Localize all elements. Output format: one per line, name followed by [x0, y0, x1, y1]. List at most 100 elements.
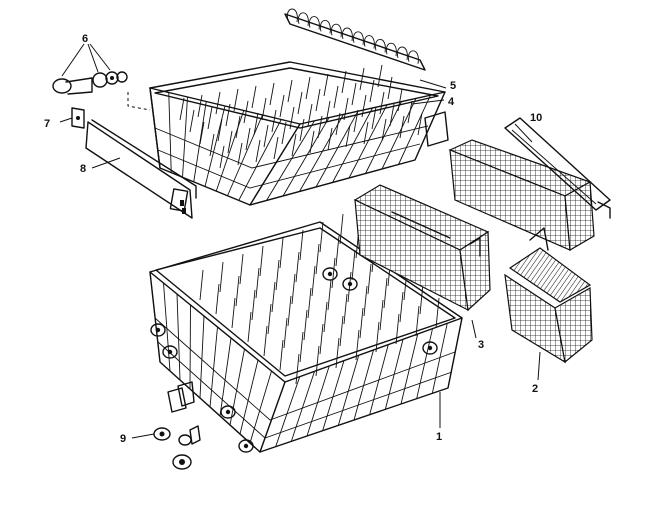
wire — [182, 96, 188, 178]
wire — [189, 109, 195, 133]
wire — [435, 297, 440, 329]
wire — [363, 285, 368, 317]
wire — [407, 50, 419, 64]
wire — [271, 281, 276, 313]
wire — [327, 127, 333, 151]
wire — [397, 88, 403, 112]
silverware-basket-long — [353, 184, 491, 312]
wire — [235, 275, 240, 307]
callout-8: 8 — [80, 163, 86, 175]
callout-10: 10 — [530, 112, 542, 124]
wire — [219, 145, 225, 169]
wire — [263, 325, 268, 357]
wire — [319, 19, 331, 34]
wire — [348, 104, 388, 179]
wire — [263, 124, 269, 148]
wire — [352, 31, 364, 45]
wire — [339, 315, 344, 347]
wire — [279, 339, 284, 371]
wire — [297, 91, 303, 115]
wire — [361, 94, 367, 118]
rack-wheel — [220, 405, 236, 419]
wire — [279, 237, 284, 269]
wire — [374, 38, 386, 53]
wire — [251, 289, 256, 321]
wire — [407, 100, 413, 124]
wire — [387, 76, 393, 100]
callout-1: 1 — [436, 431, 442, 443]
wire — [233, 88, 239, 112]
wire — [400, 333, 419, 405]
wire — [238, 119, 282, 201]
roller-assembly — [52, 43, 128, 95]
wire — [168, 92, 172, 173]
leader-lines — [59, 79, 541, 439]
wire — [283, 317, 288, 349]
wire — [215, 110, 245, 192]
wire — [325, 100, 331, 124]
wire — [295, 251, 300, 283]
wire — [355, 329, 360, 361]
wire — [299, 229, 304, 261]
wire — [219, 337, 232, 417]
wire — [231, 297, 236, 329]
wire — [267, 303, 272, 335]
wire — [315, 110, 359, 188]
wire — [317, 115, 323, 139]
callout-5: 5 — [450, 80, 456, 92]
rack-wheel — [238, 439, 254, 453]
wire — [323, 73, 329, 97]
cup-shelf — [284, 8, 426, 71]
wire — [431, 323, 448, 394]
wire — [287, 295, 292, 327]
wire — [275, 376, 301, 447]
wire — [251, 85, 257, 109]
wire — [271, 109, 277, 133]
wheel-hub — [167, 349, 173, 355]
wire — [305, 76, 311, 100]
wire — [311, 265, 316, 297]
wire — [367, 263, 372, 295]
wire — [249, 370, 272, 444]
wire — [199, 121, 205, 145]
wire — [307, 103, 313, 127]
wire — [365, 101, 402, 174]
wire — [343, 97, 349, 121]
upper-rack — [127, 61, 449, 206]
wire — [219, 261, 224, 293]
wheel-hub — [327, 271, 333, 277]
wire — [419, 283, 424, 315]
wire — [398, 95, 431, 165]
wire — [315, 243, 320, 275]
wire — [259, 381, 286, 453]
track-rail — [85, 119, 197, 219]
wire — [275, 259, 280, 291]
wire — [189, 304, 191, 390]
wire — [282, 117, 330, 197]
stop-clip — [71, 107, 85, 129]
wire — [369, 79, 375, 103]
wire — [287, 79, 293, 103]
wire — [273, 136, 279, 160]
wire — [207, 106, 213, 130]
rack-wheel — [422, 341, 438, 355]
wire — [335, 112, 341, 136]
rack-wheel — [342, 277, 358, 291]
wire — [225, 103, 231, 127]
wire — [333, 85, 339, 109]
wire — [299, 118, 305, 142]
wire — [239, 359, 259, 435]
wire — [371, 106, 377, 130]
wire — [353, 109, 359, 133]
wire — [199, 269, 204, 301]
wire — [319, 221, 324, 253]
wire — [266, 120, 315, 201]
wire — [369, 344, 389, 415]
callout-7: 7 — [44, 118, 50, 130]
wheel-hub — [347, 281, 353, 287]
wire — [235, 115, 241, 139]
wire — [290, 371, 315, 442]
wire — [217, 118, 223, 142]
lower-rack — [149, 213, 463, 453]
silverware-basket-small — [504, 227, 593, 364]
